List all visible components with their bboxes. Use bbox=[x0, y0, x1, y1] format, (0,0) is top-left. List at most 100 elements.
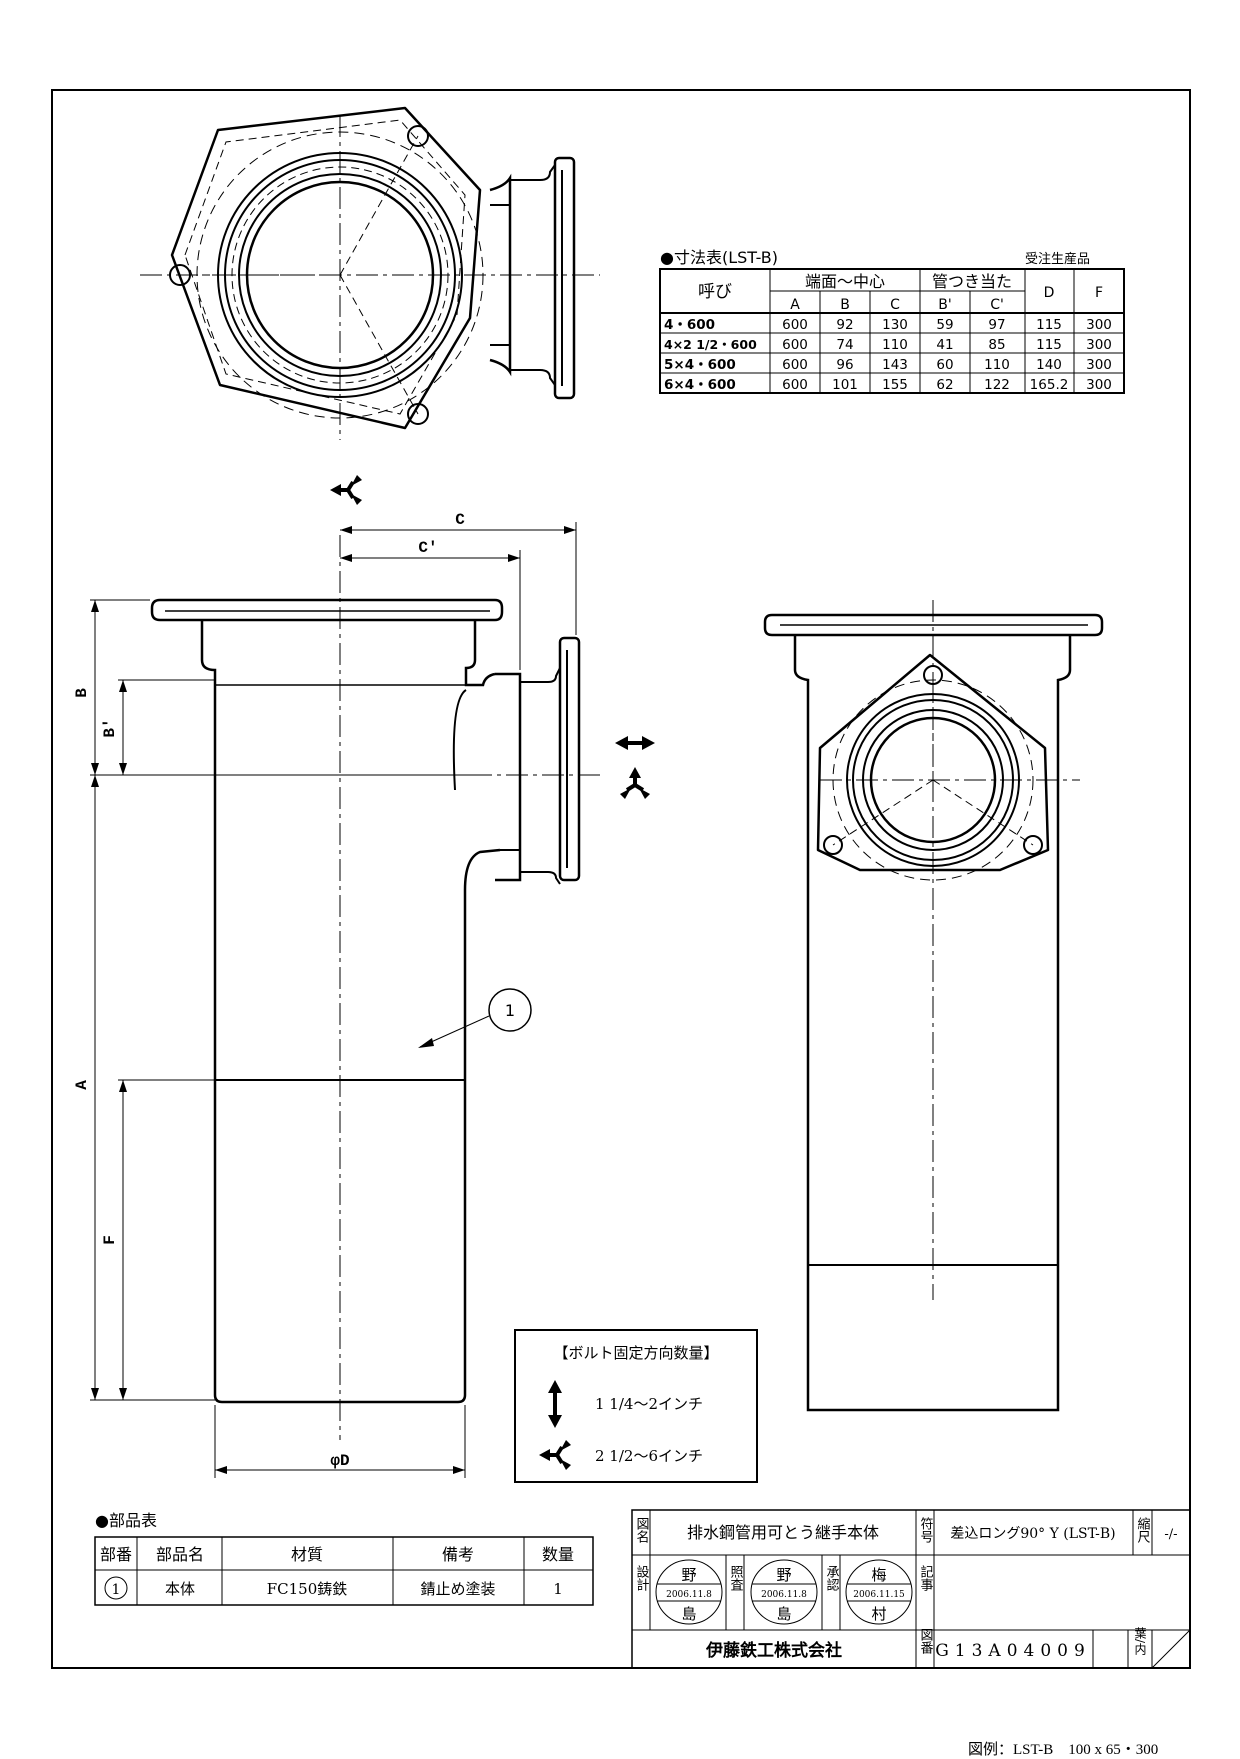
parts-header-remark: 備考 bbox=[442, 1545, 474, 1564]
label-drawing-number: 図番 bbox=[918, 1628, 934, 1655]
drawing-name: 排水鋼管用可とう継手本体 bbox=[687, 1523, 879, 1542]
stamp2-date: 2006.11.8 bbox=[761, 1590, 807, 1600]
row3-a: 600 bbox=[782, 357, 808, 373]
col-c: C bbox=[890, 297, 900, 313]
col-b-prime: B' bbox=[938, 297, 951, 313]
dim-label-b: B bbox=[73, 688, 91, 698]
row3-d: 140 bbox=[1036, 357, 1062, 373]
row4-d: 165.2 bbox=[1030, 377, 1069, 393]
dim-label-c: C bbox=[455, 511, 465, 529]
row3-cp: 110 bbox=[984, 357, 1010, 373]
dimension-arrowheads bbox=[91, 526, 576, 1474]
row4-c: 155 bbox=[882, 377, 908, 393]
stamp3-bottom: 村 bbox=[871, 1605, 886, 1623]
side-view bbox=[763, 600, 1104, 1412]
parts-list: ●部品表 部番 部品名 材質 備考 数量 1 本体 FC150鋳鉄 錆止め塗装 … bbox=[94, 1511, 594, 1606]
bolt-box-row1: 1 1/4～2インチ bbox=[595, 1395, 703, 1413]
row3-f: 300 bbox=[1086, 357, 1112, 373]
row2-d: 115 bbox=[1036, 337, 1062, 353]
stamp1-top: 野 bbox=[681, 1566, 696, 1584]
group-kantsuki: 管つき当た bbox=[932, 272, 1012, 291]
dim-label-c-prime: C' bbox=[418, 539, 437, 557]
row1-b: 92 bbox=[836, 317, 853, 333]
parts-header-name: 部品名 bbox=[156, 1545, 204, 1564]
row1-c: 130 bbox=[882, 317, 908, 333]
company-name: 伊藤鉄工株式会社 bbox=[705, 1640, 842, 1661]
top-view bbox=[140, 106, 600, 440]
part-balloon-label: 1 bbox=[505, 1001, 515, 1020]
stamp2-bottom: 島 bbox=[776, 1605, 791, 1623]
col-d: D bbox=[1044, 285, 1055, 301]
row1-cp: 97 bbox=[988, 317, 1005, 333]
stamp1-date: 2006.11.8 bbox=[666, 1590, 712, 1600]
bolt-direction-box: 【ボルト固定方向数量】 1 1/4～2インチ 2 1/2～6インチ bbox=[514, 1329, 758, 1483]
scale-value: -/- bbox=[1164, 1527, 1177, 1542]
row3-yobi: 5×4・600 bbox=[664, 357, 736, 373]
dim-label-a: A bbox=[73, 1080, 91, 1090]
front-view bbox=[150, 535, 600, 1440]
group-tanmen: 端面～中心 bbox=[805, 272, 885, 291]
footer-caption: 図例：LST-B 100 x 65・300 bbox=[968, 1742, 1159, 1758]
label-design: 設計 bbox=[634, 1564, 650, 1591]
col-a: A bbox=[790, 297, 800, 313]
row2-f: 300 bbox=[1086, 337, 1112, 353]
row4-b: 101 bbox=[832, 377, 858, 393]
dimension-lines bbox=[90, 522, 577, 1478]
row2-yobi: 4×2 1/2・600 bbox=[664, 337, 757, 352]
row2-cp: 85 bbox=[988, 337, 1005, 353]
label-notes: 記事 bbox=[918, 1564, 934, 1591]
row1-a: 600 bbox=[782, 317, 808, 333]
col-b: B bbox=[840, 297, 850, 313]
bolt-box-title: 【ボルト固定方向数量】 bbox=[553, 1344, 718, 1362]
row1-yobi: 4・600 bbox=[664, 317, 715, 333]
bolt-direction-symbol-top bbox=[328, 473, 364, 507]
label-scale: 縮尺 bbox=[1135, 1516, 1151, 1543]
dimension-table-title: ●寸法表(LST-B) bbox=[660, 248, 778, 267]
row2-a: 600 bbox=[782, 337, 808, 353]
parts-row-name: 本体 bbox=[165, 1580, 195, 1598]
bolt-direction-symbol-front bbox=[615, 736, 655, 801]
dimension-table: ●寸法表(LST-B) 受注生産品 呼び 端面～中心 管つき当た A B C B… bbox=[659, 248, 1125, 394]
row4-cp: 122 bbox=[984, 377, 1010, 393]
parts-header-no: 部番 bbox=[100, 1545, 132, 1564]
title-block: 図名 排水鋼管用可とう継手本体 符号 差込ロング90° Y (LST-B) 縮尺… bbox=[631, 1509, 1191, 1669]
parts-row-qty: 1 bbox=[553, 1580, 563, 1598]
col-yobi: 呼び bbox=[698, 282, 732, 302]
stamp3-date: 2006.11.15 bbox=[853, 1590, 905, 1600]
made-to-order-note: 受注生産品 bbox=[1025, 251, 1090, 267]
two-way-arrow-icon bbox=[548, 1380, 562, 1428]
parts-header-qty: 数量 bbox=[542, 1545, 574, 1564]
row1-f: 300 bbox=[1086, 317, 1112, 333]
label-fugo: 符号 bbox=[918, 1516, 934, 1543]
label-sheet: 葉/内 bbox=[1133, 1627, 1147, 1655]
row4-a: 600 bbox=[782, 377, 808, 393]
row1-bp: 59 bbox=[936, 317, 953, 333]
col-c-prime: C' bbox=[990, 297, 1004, 313]
label-approve: 承認 bbox=[824, 1565, 840, 1591]
bolt-box-row2: 2 1/2～6インチ bbox=[595, 1447, 703, 1465]
row2-c: 110 bbox=[882, 337, 908, 353]
parts-row-no: 1 bbox=[112, 1582, 121, 1598]
drawing-frame bbox=[51, 89, 1191, 1669]
dim-label-b-prime: B' bbox=[101, 718, 119, 737]
row3-b: 96 bbox=[836, 357, 853, 373]
parts-row-remark: 錆止め塗装 bbox=[420, 1580, 495, 1598]
row4-bp: 62 bbox=[936, 377, 953, 393]
dim-label-phi-d: φD bbox=[330, 1452, 349, 1470]
stamp2-top: 野 bbox=[776, 1566, 791, 1584]
col-f: F bbox=[1095, 285, 1103, 301]
row3-c: 143 bbox=[882, 357, 908, 373]
parts-header-material: 材質 bbox=[291, 1545, 323, 1564]
parts-list-title: ●部品表 bbox=[95, 1511, 157, 1530]
stamp3-top: 梅 bbox=[871, 1566, 886, 1584]
row4-f: 300 bbox=[1086, 377, 1112, 393]
stamp1-bottom: 島 bbox=[681, 1605, 696, 1623]
row4-yobi: 6×4・600 bbox=[664, 377, 736, 393]
drawing-number: G13A04009 bbox=[935, 1641, 1091, 1661]
three-way-arrow-icon bbox=[537, 1438, 573, 1472]
label-check: 照査 bbox=[728, 1565, 744, 1591]
row1-d: 115 bbox=[1036, 317, 1062, 333]
label-zumei: 図名 bbox=[634, 1517, 650, 1543]
row2-b: 74 bbox=[836, 337, 853, 353]
